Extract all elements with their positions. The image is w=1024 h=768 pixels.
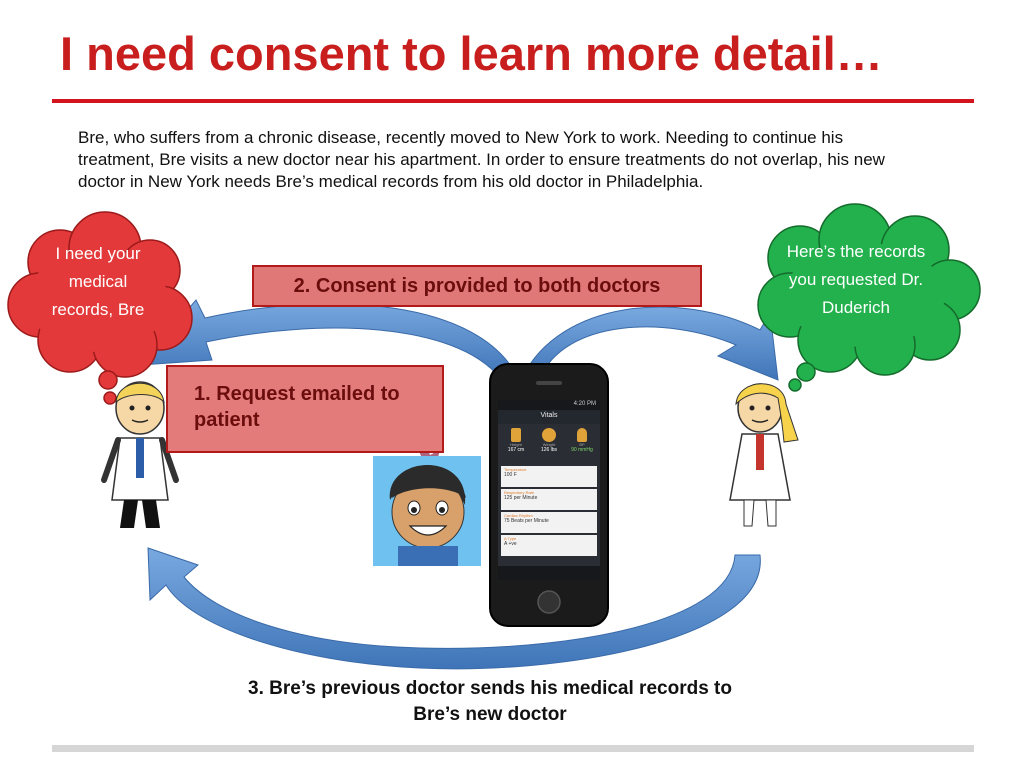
footer-divider xyxy=(52,745,974,752)
phone-card: Temperature 100 F xyxy=(501,466,597,487)
metric-bp-icon xyxy=(577,428,587,442)
phone-card-label: A Type xyxy=(504,536,517,541)
old-doctor-figure xyxy=(729,383,799,527)
title-divider xyxy=(52,99,974,103)
metric-height-icon xyxy=(511,428,521,442)
records-arrow-bottom xyxy=(147,547,761,670)
phone-card-label: Cardiac Rhythm xyxy=(504,513,533,518)
metric-weight: Weight 126 lbs xyxy=(533,428,565,453)
metric-bp-label: BP xyxy=(579,442,585,447)
phone-card-label: Temperature xyxy=(504,467,527,472)
metric-weight-value: 126 lbs xyxy=(540,447,558,453)
new-doctor-figure xyxy=(101,381,179,528)
phone-card-list: Temperature 100 F Respiratory Rate 125 p… xyxy=(501,466,597,558)
phone-app-title: Vitals xyxy=(540,412,558,419)
speech-cloud-left xyxy=(7,211,193,405)
phone-card: Respiratory Rate 125 per Minute xyxy=(501,489,597,510)
phone-card: Cardiac Rhythm 75 Beats per Minute xyxy=(501,512,597,533)
intro-paragraph: Bre, who suffers from a chronic disease,… xyxy=(78,128,885,191)
step-send-caption: 3. Bre’s previous doctor sends his medic… xyxy=(248,678,732,725)
phone-card-value: 100 F xyxy=(504,472,517,478)
phone-card-value: 75 Beats per Minute xyxy=(504,518,549,524)
metric-bp-value: 90 mmHg xyxy=(571,447,593,453)
phone-tab-bar xyxy=(498,566,600,580)
metric-weight-label: Weight xyxy=(542,442,556,447)
metric-height: Height 167 cm xyxy=(500,428,532,453)
consent-arrow-right xyxy=(521,306,779,381)
metric-weight-icon xyxy=(542,428,556,442)
speech-cloud-right xyxy=(757,203,981,392)
phone-screen: 4:20 PM Vitals Height 167 cm Weight 126 … xyxy=(498,400,600,580)
phone-card-value: A +ve xyxy=(504,541,517,547)
step-consent-label: 2. Consent is provided to both doctors xyxy=(293,274,661,297)
metric-height-label: Height xyxy=(510,442,522,447)
phone-card: A Type A +ve xyxy=(501,535,597,556)
metric-height-value: 167 cm xyxy=(507,447,525,453)
step-consent-box: 2. Consent is provided to both doctors xyxy=(252,265,702,307)
phone-metrics: Height 167 cm Weight 126 lbs BP 90 mmHg xyxy=(500,428,598,453)
phone-status-time: 4:20 PM xyxy=(573,401,596,407)
phone-card-label: Respiratory Rate xyxy=(504,490,535,495)
metric-bp: BP 90 mmHg xyxy=(566,428,598,453)
patient-avatar xyxy=(373,456,481,566)
phone-card-value: 125 per Minute xyxy=(504,495,538,501)
slide-title: I need consent to learn more detail… xyxy=(60,27,883,80)
step-request-box: 1. Request emailed to patient xyxy=(166,365,444,453)
old-doctor-speech: Here’s the records you requested Dr. Dud… xyxy=(786,242,926,317)
new-doctor-speech: I need your medical records, Bre xyxy=(51,244,145,319)
step-request-label: 1. Request emailed to patient xyxy=(194,383,400,431)
